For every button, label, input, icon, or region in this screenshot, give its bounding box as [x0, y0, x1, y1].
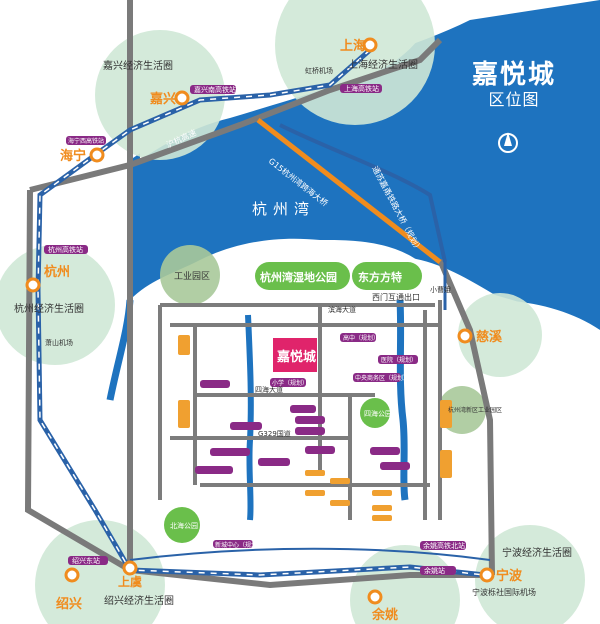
station-ningbo-airport: 宁波栎社国际机场 — [472, 587, 536, 597]
circle-ningbo — [475, 525, 585, 624]
beihai-park — [164, 507, 200, 543]
xiaocaoe-label: 小曹娥 — [430, 285, 451, 294]
city-ningbo: 宁波 — [496, 568, 523, 584]
circle-jiaxing-label: 嘉兴经济生活圈 — [103, 59, 173, 72]
rail-bridge — [279, 123, 447, 263]
sihai-label: 四海大道 — [255, 385, 283, 394]
fantawild-pill — [352, 262, 422, 290]
industrial2-label: 杭州湾新区工业园区 — [448, 406, 502, 414]
g329-label: G329国道 — [258, 429, 291, 438]
city-hangzhou: 杭州 — [44, 264, 70, 280]
map-title: 嘉悦城 区位图 — [454, 60, 574, 110]
city-cixi: 慈溪 — [476, 329, 503, 345]
map-title-name: 嘉悦城 — [471, 60, 556, 90]
railway-dash — [37, 49, 486, 576]
city-markers — [25, 37, 495, 605]
station-yuyao-north: 余姚高铁北站 — [423, 541, 465, 550]
sihai-park-label: 四海公园 — [364, 409, 392, 418]
city-haining: 海宁 — [60, 148, 86, 164]
city-shanghai: 上海 — [340, 38, 366, 54]
circle-cixi — [458, 293, 542, 377]
compass-icon — [498, 132, 518, 153]
wetland-park-pill — [255, 262, 350, 290]
poi-markers-orange — [178, 335, 452, 521]
circle-shanghai-label: 上海经济生活圈 — [348, 58, 418, 71]
circle-hangzhou-label: 杭州经济生活圈 — [14, 302, 84, 315]
industrial-label: 工业园区 — [174, 271, 210, 282]
industrial-park-circle — [160, 245, 220, 305]
fantawild-label: 东方方特 — [358, 270, 402, 284]
station-jiaxing: 嘉兴南高铁站 — [194, 85, 236, 94]
station-shaoxing: 绍兴东站 — [72, 556, 100, 565]
poi-markers — [44, 84, 466, 575]
project-label: 嘉悦城 — [276, 349, 316, 365]
circle-ningbo-label: 宁波经济生活圈 — [502, 546, 572, 559]
bay-label: 杭州湾 — [252, 200, 315, 218]
g15-bridge — [256, 118, 442, 264]
station-xiaoshan: 萧山机场 — [45, 338, 73, 347]
circle-shaoxing-label: 绍兴经济生活圈 — [104, 594, 174, 607]
poi-primary: 小学（规划） — [272, 379, 308, 387]
project-marker — [273, 338, 317, 372]
river-mid — [245, 314, 254, 521]
station-hangzhou: 杭州高铁站 — [48, 245, 83, 254]
city-shangyu: 上虞 — [118, 574, 142, 589]
station-yuyao: 余姚站 — [424, 566, 445, 575]
poi-hospital: 医院（规划） — [381, 356, 417, 364]
wetland-label: 杭州湾湿地公园 — [260, 270, 337, 284]
circle-yuyao — [350, 545, 460, 624]
map-title-subtitle: 区位图 — [488, 90, 540, 109]
poi-high-school: 高中（规划） — [343, 334, 379, 342]
city-yuyao: 余姚 — [371, 607, 398, 623]
station-haining: 海宁西高铁站 — [68, 137, 104, 145]
river-east — [396, 299, 409, 501]
poi-town-center: 新城中心（规划） — [215, 541, 263, 549]
road-top-label: 滨海大道 — [328, 305, 356, 314]
hangzhou-bay — [130, 0, 600, 330]
poi-shopping: 中央商务区（规划） — [355, 374, 409, 382]
beihai-park-label: 北海公园 — [170, 521, 198, 530]
city-shaoxing: 绍兴 — [56, 596, 82, 612]
sihai-park — [360, 398, 390, 428]
south-expressway — [129, 547, 491, 561]
exit-label: 西门互通出口 — [372, 292, 420, 302]
city-jiaxing: 嘉兴 — [149, 91, 176, 107]
station-hongqiao: 虹桥机场 — [305, 66, 333, 75]
station-shanghai: 上海高铁站 — [344, 84, 379, 93]
